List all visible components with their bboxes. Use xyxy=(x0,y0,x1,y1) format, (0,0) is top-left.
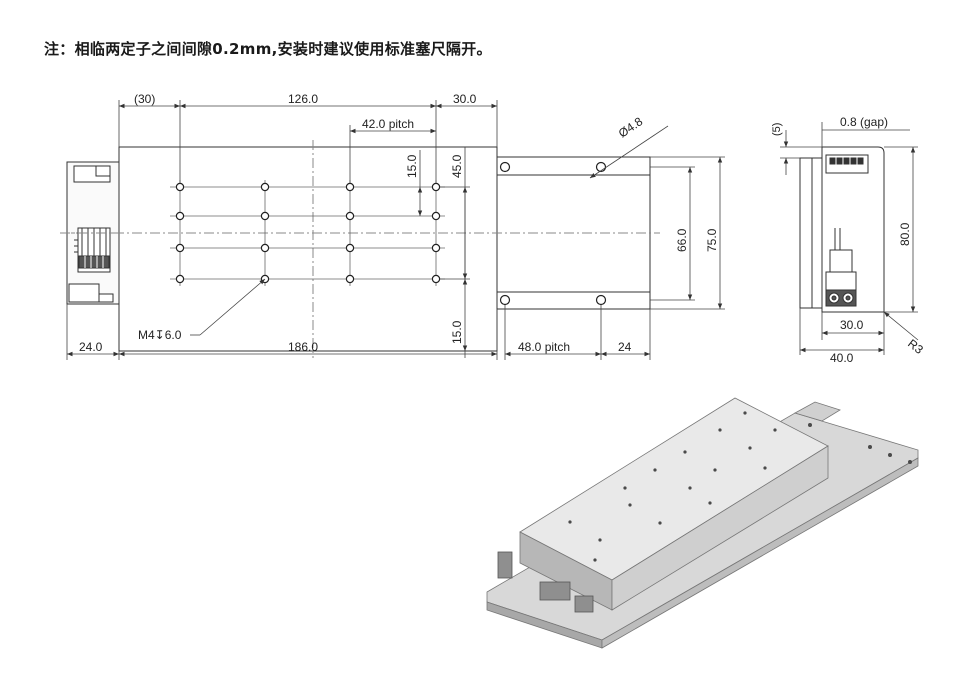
dim-side-30: 30.0 xyxy=(840,318,864,332)
front-view: (30) 126.0 30.0 42.0 pitch 15.0 45.0 15.… xyxy=(60,92,725,360)
dim-top-126: 126.0 xyxy=(288,92,318,106)
dim-m4-thread: M4↧6.0 xyxy=(138,328,182,342)
hole xyxy=(175,243,185,253)
dim-side-5: (5) xyxy=(771,123,783,136)
iso-holes xyxy=(568,411,912,562)
hole xyxy=(260,243,270,253)
dim-66: 66.0 xyxy=(675,228,689,252)
hole xyxy=(431,274,441,284)
dim-side-80: 80.0 xyxy=(898,222,912,246)
hole xyxy=(431,243,441,253)
base-hole xyxy=(595,294,607,306)
dim-r3: R3 xyxy=(905,336,926,357)
hole xyxy=(345,211,355,221)
dim-hole-diameter: Ø4.8 xyxy=(616,114,646,140)
dim-gap: 0.8 (gap) xyxy=(840,115,888,129)
base-hole xyxy=(499,161,511,173)
hole xyxy=(345,182,355,192)
hole xyxy=(175,182,185,192)
isometric-view xyxy=(486,397,919,649)
dim-45: 45.0 xyxy=(450,154,464,178)
dim-pitch-42: 42.0 pitch xyxy=(362,117,414,131)
stator-body xyxy=(118,146,498,352)
base-hole xyxy=(499,294,511,306)
dim-side-40: 40.0 xyxy=(830,351,854,365)
dim-bottom-24: 24.0 xyxy=(79,340,103,354)
dim-15-top: 15.0 xyxy=(405,154,419,178)
hole xyxy=(431,211,441,221)
hole xyxy=(260,182,270,192)
hole xyxy=(345,243,355,253)
dim-75: 75.0 xyxy=(705,228,719,252)
installation-note: 注：相临两定子之间间隙0.2mm,安装时建议使用标准塞尺隔开。 xyxy=(44,40,492,58)
hole xyxy=(175,274,185,284)
terminal-block xyxy=(74,227,111,273)
dim-bottom-24r: 24 xyxy=(618,340,632,354)
dim-bottom-48-pitch: 48.0 pitch xyxy=(518,340,570,354)
base-hole xyxy=(595,161,607,173)
hole xyxy=(345,274,355,284)
side-view: (5) 0.8 (gap) 80.0 30.0 40.0 R3 xyxy=(771,115,926,365)
dim-15-bottom: 15.0 xyxy=(450,320,464,344)
dim-top-30r: 30.0 xyxy=(453,92,477,106)
hole xyxy=(260,211,270,221)
m4-holes xyxy=(175,161,607,306)
dim-top-30: (30) xyxy=(134,92,155,106)
hole xyxy=(175,211,185,221)
hole xyxy=(431,182,441,192)
dim-bottom-186: 186.0 xyxy=(288,340,318,354)
